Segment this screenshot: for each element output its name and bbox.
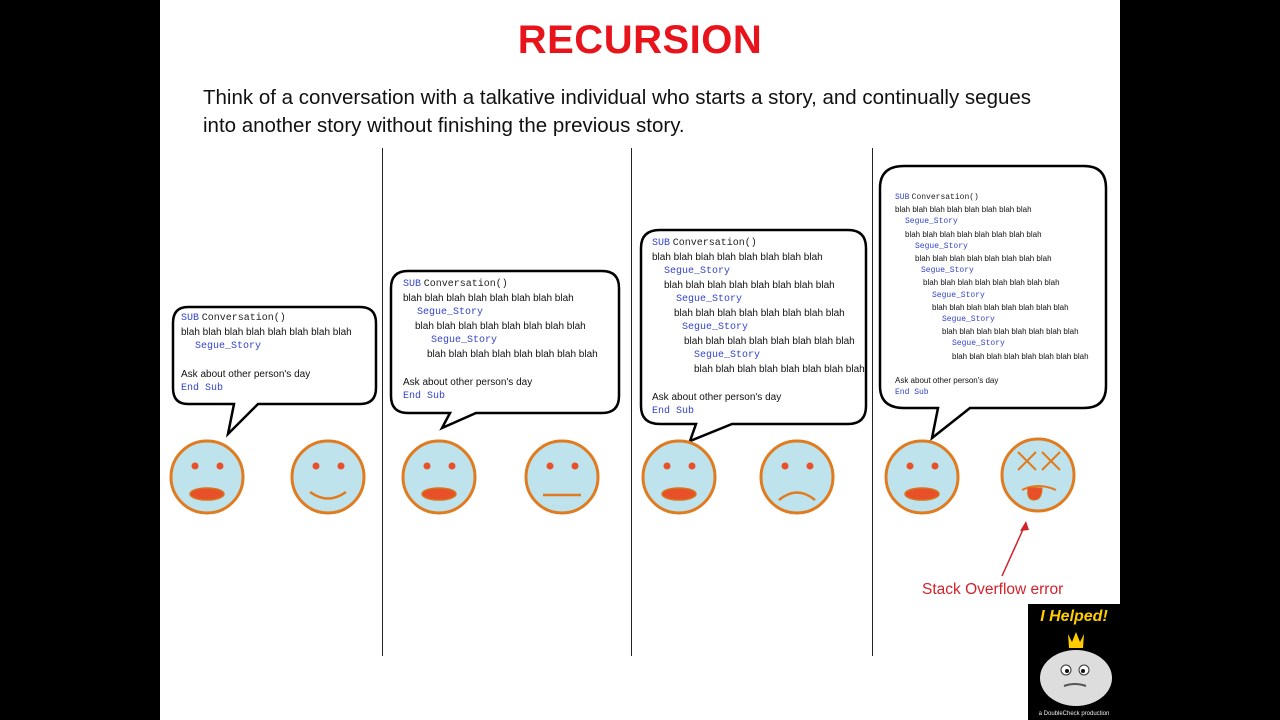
i-helped-badge[interactable]: I Helped! a DoubleCheck production [1028, 604, 1120, 720]
listener-face-neutral [524, 439, 600, 515]
intro-text: Think of a conversation with a talkative… [203, 86, 1032, 137]
code-block-4: SUB Conversation() blah blah blah blah b… [895, 193, 1089, 398]
speech-bubble-1 [171, 305, 378, 438]
slide: RECURSION Think of a conversation with a… [160, 0, 1120, 720]
panel-divider-3 [872, 148, 873, 656]
panel-divider-2 [631, 148, 632, 656]
listener-face-dead [1000, 437, 1076, 513]
speaker-face-2 [401, 439, 477, 515]
speaker-face-3 [641, 439, 717, 515]
speaker-face-4 [884, 439, 960, 515]
badge-footer: a DoubleCheck production [1038, 711, 1110, 717]
code-block-2: SUB Conversation() blah blah blah blah b… [403, 279, 598, 402]
panel-divider-1 [382, 148, 383, 656]
diagram-canvas [169, 164, 1108, 577]
error-arrow-head [1020, 521, 1029, 531]
stack-overflow-label: Stack Overflow error [922, 581, 1064, 598]
code-block-1: SUB Conversation() blah blah blah blah b… [181, 313, 352, 394]
speaker-face-1 [169, 439, 245, 515]
crowned-mascot-icon [1040, 632, 1112, 706]
speech-bubble-4 [878, 164, 1108, 442]
slide-title: RECURSION [517, 18, 763, 62]
listener-face-smile [290, 439, 366, 515]
badge-text: I Helped! [1040, 608, 1108, 625]
speech-bubble-3 [639, 228, 868, 444]
speech-bubble-2 [389, 269, 621, 431]
listener-face-frown [759, 439, 835, 515]
code-block-3: SUB Conversation() blah blah blah blah b… [652, 238, 865, 417]
error-arrow [1001, 524, 1026, 577]
